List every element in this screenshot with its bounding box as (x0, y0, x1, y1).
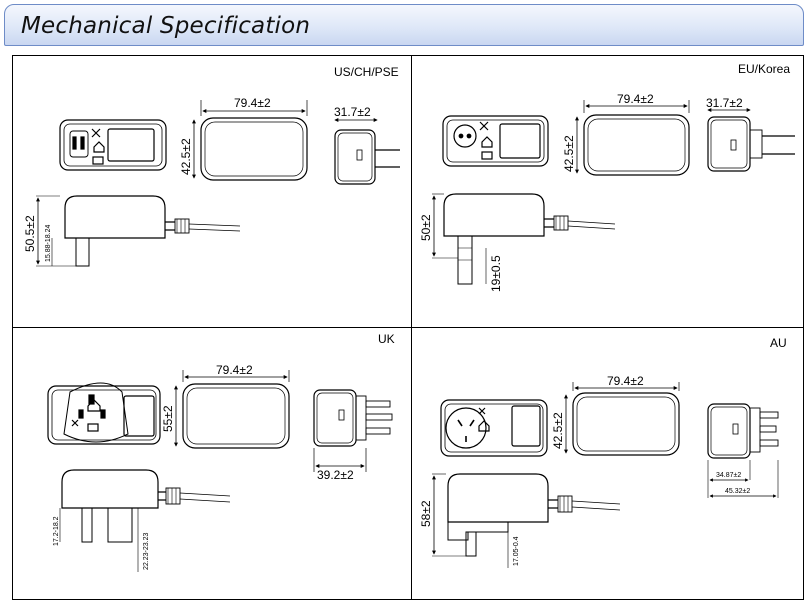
us-height-dim: 42.5±2 (179, 138, 193, 175)
eu-top-view: 79.4±2 42.5±2 (562, 92, 690, 176)
au-side-height-dim: 58±2 (419, 500, 433, 527)
au-profile-view: 58±2 17.05-0.4 (419, 473, 621, 568)
uk-depth-dim: 39.2±2 (317, 468, 354, 482)
eu-side-height-dim: 50±2 (419, 214, 433, 241)
eu-profile-view: 50±2 19±0.5 (419, 193, 616, 292)
panel-uk: UK 79.4±2 55±2 (47, 332, 395, 572)
divider-horizontal (13, 327, 803, 328)
uk-face-view (47, 382, 161, 445)
panel-au: AU 79.4±2 42.5±2 (419, 336, 787, 568)
eu-width-dim: 79.4±2 (617, 92, 654, 106)
us-face-view (59, 119, 167, 171)
us-top-view: 79.4±2 42.5±2 (179, 96, 308, 181)
au-width-dim: 79.4±2 (607, 374, 644, 388)
uk-top-view: 79.4±2 55±2 (161, 363, 290, 449)
au-depth-a-dim: 34.87±2 (716, 472, 741, 479)
us-profile-view: 50.5±2 15.88-18.24 (23, 195, 241, 267)
panel-eu: EU/Korea 79.4±2 42.5±2 (419, 62, 795, 292)
panel-uk-label: UK (378, 332, 395, 346)
au-face-view (440, 399, 548, 457)
au-pin-dim: 17.05-0.4 (513, 536, 520, 566)
header-banner: Mechanical Specification (4, 4, 804, 46)
panel-eu-label: EU/Korea (738, 62, 790, 76)
page-title: Mechanical Specification (21, 13, 311, 39)
panel-au-label: AU (770, 336, 787, 350)
eu-pin-dim: 19±0.5 (489, 255, 503, 292)
au-side-view: 34.87±2 45.32±2 (707, 403, 779, 498)
uk-width-dim: 79.4±2 (216, 363, 253, 377)
uk-profile-view: 17.2-18.2 22.23-23.23 (53, 469, 231, 572)
us-width-dim: 79.4±2 (234, 96, 271, 110)
panel-us-label: US/CH/PSE (334, 65, 399, 79)
panel-us: US/CH/PSE 79.4±2 42.5±2 (23, 65, 400, 267)
us-side-height-dim: 50.5±2 (23, 215, 37, 252)
eu-face-view (442, 115, 549, 167)
uk-height-dim: 55±2 (161, 405, 175, 432)
eu-depth-dim: 31.7±2 (706, 96, 743, 110)
eu-height-dim: 42.5±2 (562, 135, 576, 172)
eu-side-view: 31.7±2 (706, 96, 795, 172)
us-side-view: 31.7±2 (334, 105, 400, 185)
au-top-view: 79.4±2 42.5±2 (551, 374, 680, 456)
drawing-grid (12, 55, 804, 600)
uk-side-view: 39.2±2 (313, 389, 393, 482)
au-depth-b-dim: 45.32±2 (725, 488, 750, 495)
us-depth-dim: 31.7±2 (334, 105, 371, 119)
au-height-dim: 42.5±2 (551, 412, 565, 449)
us-pin-dim: 15.88-18.24 (45, 225, 52, 262)
uk-pin-b-dim: 22.23-23.23 (143, 533, 150, 570)
uk-pin-a-dim: 17.2-18.2 (53, 516, 60, 546)
